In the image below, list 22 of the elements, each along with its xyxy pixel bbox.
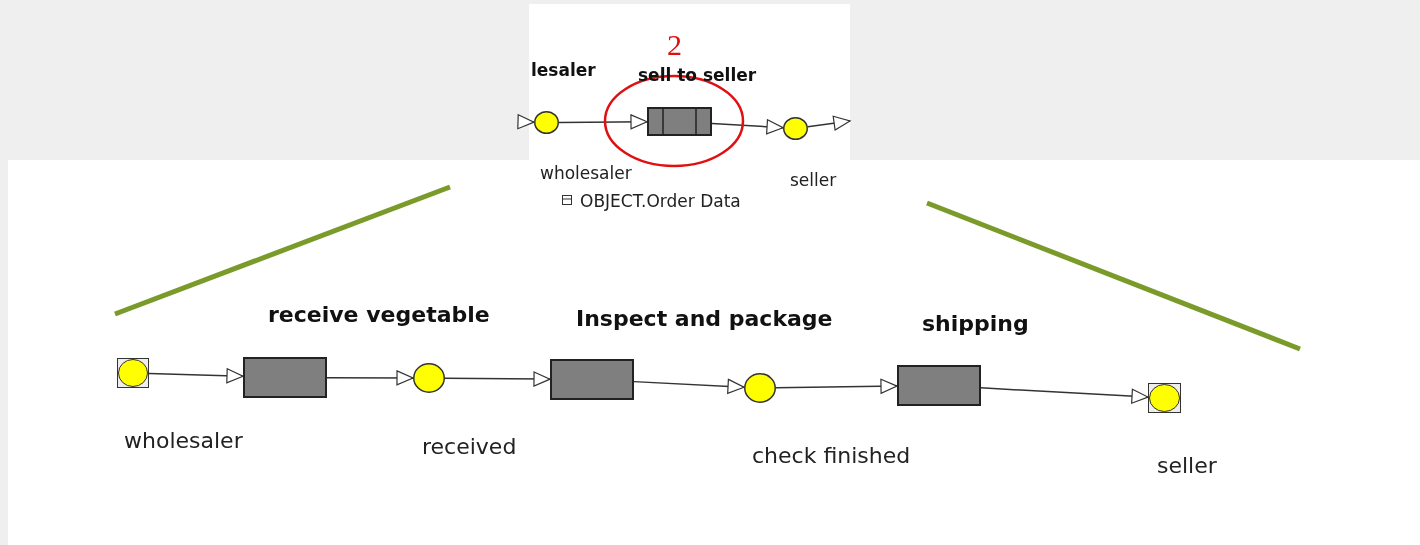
place-label: wholesaler — [124, 428, 243, 453]
arrow — [148, 368, 244, 384]
arrow — [326, 370, 414, 386]
place-label: check finished — [752, 443, 911, 468]
place-label: seller — [790, 170, 837, 190]
arrow — [633, 378, 745, 394]
arrow — [775, 378, 898, 394]
transition-title: lesaler — [531, 62, 596, 79]
place-label: seller — [1157, 453, 1217, 478]
place-label: received — [422, 434, 517, 459]
arrow — [517, 114, 535, 130]
transition-title: Inspect and package — [576, 306, 833, 331]
arrow — [444, 371, 551, 387]
arrow — [807, 115, 851, 131]
transition-title: shipping — [922, 311, 1029, 336]
place-label: wholesaler — [540, 163, 632, 183]
arrow — [980, 387, 1149, 404]
arrow — [558, 114, 648, 130]
transition-title: receive vegetable — [268, 302, 490, 327]
object-label: OBJECT.Order Data — [580, 193, 741, 210]
arrow — [711, 119, 784, 135]
callout-number: 2 — [667, 30, 682, 60]
